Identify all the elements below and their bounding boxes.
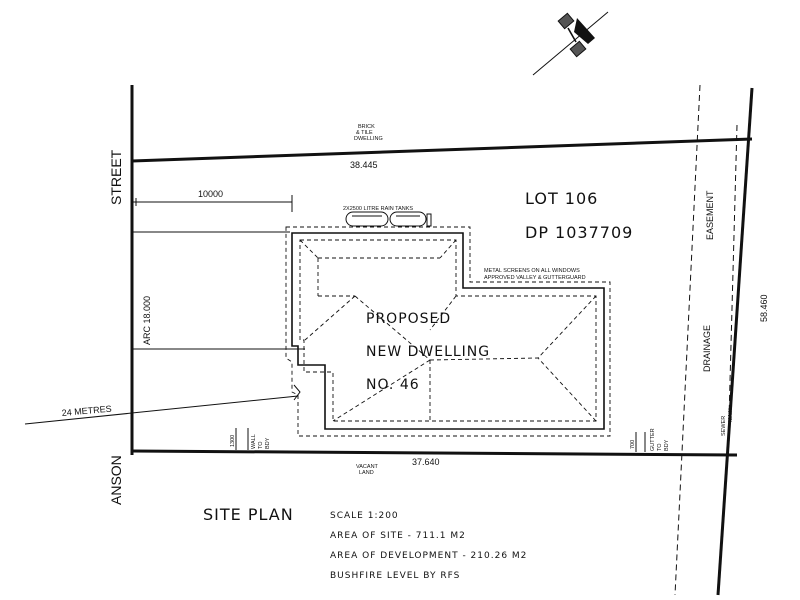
vacant-land-2: LAND <box>359 470 374 476</box>
street-top-label: STREET <box>108 149 124 205</box>
screens-note-1: METAL SCREENS ON ALL WINDOWS <box>484 268 580 274</box>
setback-dimension <box>132 195 293 212</box>
distance-label: 24 METRES <box>61 404 112 418</box>
right-gutter-note-1: GUTTER <box>650 428 656 451</box>
screens-note-2: APPROVED VALLEY & GUTTERGUARD <box>484 275 586 281</box>
roof-lines <box>299 239 597 422</box>
left-setback-value: 1300 <box>230 435 236 447</box>
legend-area-site: AREA OF SITE - 711.1 M2 <box>330 531 466 541</box>
sewer-main-2: MAIN <box>728 408 734 422</box>
rain-tanks-label: 2X2500 LITRE RAIN TANKS <box>343 206 413 212</box>
right-setback-value: 700 <box>630 440 636 449</box>
drainage-label: DRAINAGE <box>702 325 712 372</box>
easement-line-left <box>674 84 701 596</box>
dwelling-walls <box>291 232 605 430</box>
easement-label: EASEMENT <box>705 190 715 240</box>
top-boundary <box>131 137 753 163</box>
legend-bushfire: BUSHFIRE LEVEL BY RFS <box>330 571 460 581</box>
bottom-boundary <box>131 449 738 457</box>
right-boundary-length: 58.460 <box>759 294 769 322</box>
north-arrow-icon <box>532 11 609 76</box>
arc-label: ARC 18.000 <box>142 296 152 345</box>
bottom-boundary-length: 37.640 <box>412 457 440 467</box>
easement-line-right <box>727 124 738 456</box>
setback-dimension-label: 10000 <box>198 189 223 199</box>
left-setback-marker <box>235 428 249 450</box>
roof-eaves <box>285 226 611 437</box>
dwelling-label-1: PROPOSED <box>366 311 451 327</box>
right-gutter-note-2: TO <box>657 443 663 451</box>
dp-label: DP 1037709 <box>525 223 633 242</box>
legend-title: SITE PLAN <box>203 505 294 524</box>
distance-arrow <box>293 384 301 401</box>
left-wall-note-2: TO <box>258 441 264 449</box>
right-boundary <box>716 87 754 596</box>
left-wall-note-3: BDY <box>265 437 271 449</box>
lot-label: LOT 106 <box>525 189 598 208</box>
left-wall-note-1: WALL <box>251 434 257 449</box>
right-gutter-note-3: BDY <box>664 439 670 451</box>
legend-scale: SCALE 1:200 <box>330 511 399 521</box>
rain-tanks <box>345 211 432 227</box>
neighbor-note-2: & TILE <box>356 130 373 136</box>
legend-area-dev: AREA OF DEVELOPMENT - 210.26 M2 <box>330 551 527 561</box>
distance-leader <box>24 395 299 425</box>
dwelling-label-3: NO. 46 <box>366 377 420 393</box>
sewer-main-1: SEWER <box>721 416 727 436</box>
top-boundary-length: 38.445 <box>350 160 378 170</box>
neighbor-note-3: DWELLING <box>354 136 383 142</box>
neighbor-note-1: BRICK <box>358 124 375 130</box>
dwelling-label-2: NEW DWELLING <box>366 344 490 360</box>
street-bottom-label: ANSON <box>108 455 124 505</box>
right-setback-marker <box>635 432 646 452</box>
vacant-land-1: VACANT <box>356 464 379 470</box>
